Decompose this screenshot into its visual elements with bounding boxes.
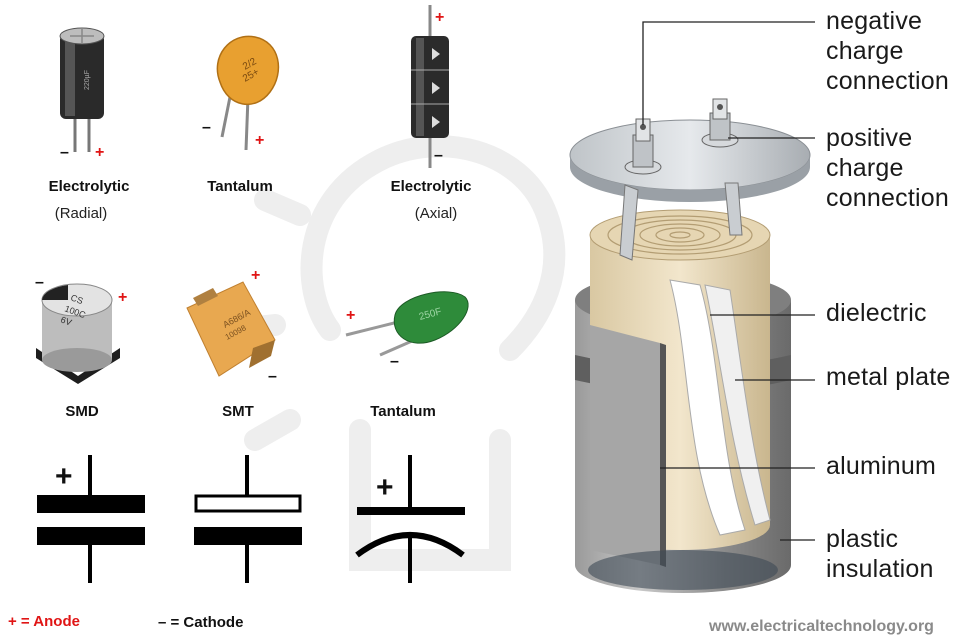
label-line: dielectric bbox=[826, 299, 927, 327]
electrolytic-radial-capacitor-icon: 220µF bbox=[59, 27, 105, 152]
electrolytic-radial-sub: (Radial) bbox=[54, 205, 108, 222]
smt-minus: – bbox=[268, 368, 277, 385]
tantalum-dipped-plus: + bbox=[346, 307, 356, 324]
label-plastic-insulation: plastic insulation bbox=[826, 524, 934, 584]
electrolytic-radial-name: Electrolytic bbox=[48, 178, 130, 195]
electrolytic-radial-minus: – bbox=[60, 144, 69, 161]
smd-name: SMD bbox=[65, 403, 99, 420]
label-line: insulation bbox=[826, 555, 934, 583]
svg-text:CS: CS bbox=[69, 292, 84, 306]
electrolytic-axial-minus: – bbox=[434, 147, 443, 164]
label-line: connection bbox=[826, 184, 949, 212]
label-line: metal plate bbox=[826, 363, 951, 391]
label-aluminum: aluminum bbox=[826, 451, 936, 481]
tantalum-bead-plus: + bbox=[255, 132, 265, 149]
electrolytic-radial-plus: + bbox=[95, 144, 105, 161]
website-url: www.electricaltechnology.org bbox=[709, 618, 934, 635]
electrolytic-axial-name: Electrolytic bbox=[390, 178, 472, 195]
tantalum-bead-name: Tantalum bbox=[207, 178, 273, 195]
tantalum-bead-capacitor-icon: 2/2 25+ bbox=[216, 35, 280, 151]
label-metal-plate: metal plate bbox=[826, 362, 951, 392]
electrolytic-axial-sub: (Axial) bbox=[414, 205, 458, 222]
svg-text:220µF: 220µF bbox=[84, 70, 91, 90]
symbol-3-plus: + bbox=[376, 471, 394, 504]
label-line: charge bbox=[826, 37, 904, 65]
electrolytic-axial-capacitor-icon bbox=[411, 5, 449, 168]
anode-legend: + = Anode bbox=[8, 613, 80, 630]
label-line: aluminum bbox=[826, 452, 936, 480]
capacitor-cutaway-illustration bbox=[569, 98, 811, 593]
smd-plus: + bbox=[118, 289, 128, 306]
polarized-capacitor-open-plate-symbol-icon bbox=[194, 455, 302, 583]
label-positive-charge-connection: positive charge connection bbox=[826, 123, 949, 213]
label-line: plastic bbox=[826, 525, 899, 553]
symbol-1-plus: + bbox=[55, 460, 73, 493]
label-dielectric: dielectric bbox=[826, 298, 927, 328]
smd-capacitor-icon: CS 100C 6V bbox=[36, 283, 120, 384]
smt-capacitor-icon: A686/A 10098 bbox=[186, 281, 276, 377]
cathode-legend: – = Cathode bbox=[158, 614, 244, 631]
smd-minus: – bbox=[35, 274, 44, 291]
tantalum-dipped-minus: – bbox=[390, 353, 399, 370]
label-negative-charge-connection: negative charge connection bbox=[826, 6, 949, 96]
tantalum-dipped-name: Tantalum bbox=[370, 403, 436, 420]
tantalum-dipped-capacitor-icon: 250F bbox=[345, 291, 469, 357]
svg-text:6V: 6V bbox=[59, 314, 73, 327]
label-line: positive bbox=[826, 124, 913, 152]
curved-plate-capacitor-symbol-icon bbox=[355, 455, 465, 583]
polarized-capacitor-symbol-icon bbox=[37, 455, 145, 583]
label-line: connection bbox=[826, 67, 949, 95]
label-line: charge bbox=[826, 154, 904, 182]
smt-name: SMT bbox=[222, 403, 254, 420]
smt-plus: + bbox=[251, 267, 261, 284]
electrolytic-axial-plus: + bbox=[435, 9, 445, 26]
tantalum-bead-minus: – bbox=[202, 119, 211, 136]
label-line: negative bbox=[826, 7, 923, 35]
